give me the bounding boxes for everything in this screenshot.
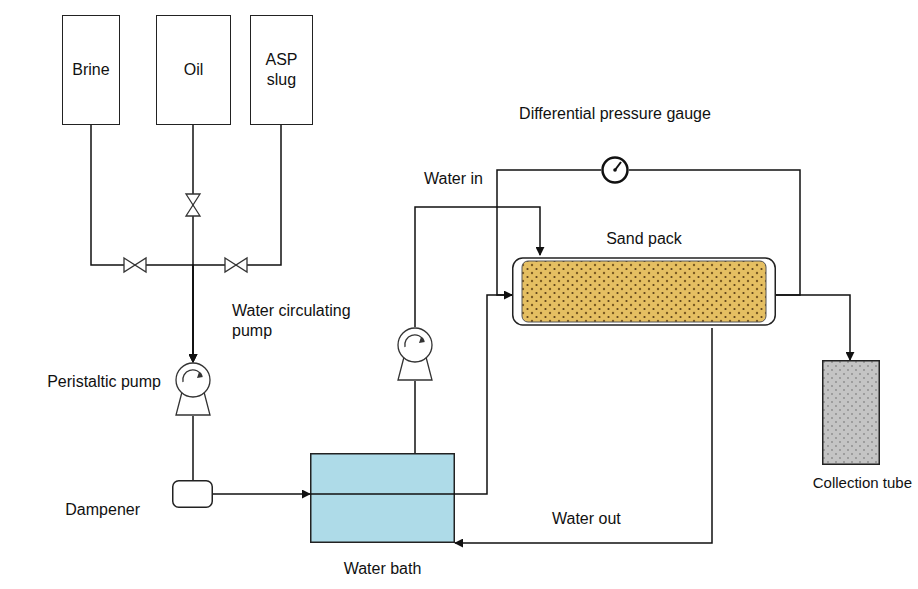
part-label: Water bath: [344, 559, 422, 579]
tank-label: Brine: [72, 60, 109, 80]
part-label: Collection tube: [813, 474, 912, 493]
tank-label: ASP slug: [257, 50, 306, 90]
pipe-line: [776, 295, 850, 360]
part-label: Differential pressure gauge: [519, 104, 711, 124]
pipe-line: [91, 125, 193, 362]
pump-node: Water circulating pump: [397, 327, 433, 381]
tank-box: ASP slug: [250, 15, 313, 125]
gauge-symbol: [601, 156, 629, 184]
part-label: Water circulating pump: [232, 301, 382, 341]
collection-tube-node: Collection tube: [822, 360, 880, 465]
water-bath-node: Water bath: [310, 453, 455, 543]
part-label: Sand pack: [606, 229, 682, 249]
box-text-area: Oil: [157, 16, 230, 124]
tank-box: Oil: [156, 15, 231, 125]
pipe-line: [455, 328, 712, 543]
box-text-area: Brine: [63, 16, 119, 124]
collection-tube-body: [822, 360, 880, 465]
pipe-line: [192, 416, 194, 480]
pipe-line: [414, 381, 416, 453]
part-label: Peristaltic pump: [47, 372, 161, 392]
box-text-area: ASP slug: [251, 16, 312, 124]
pipe-line: [455, 295, 512, 494]
flow-label: Water in: [422, 170, 485, 188]
part-label: Dampener: [65, 500, 140, 520]
gauge-node: Differential pressure gauge: [601, 156, 629, 184]
valve-symbol: [124, 194, 247, 272]
dampener-node: Dampener: [172, 480, 213, 508]
pump-node: Peristaltic pump: [175, 362, 211, 416]
bath-tank: [310, 453, 455, 543]
tank-box: Brine: [62, 15, 120, 125]
tank-label: Oil: [184, 60, 204, 80]
pipe-line: [213, 493, 310, 495]
pump-symbol: [397, 327, 433, 381]
dampener-symbol: [172, 480, 213, 508]
pump-symbol: [175, 362, 211, 416]
flow-label: Water out: [550, 510, 623, 528]
sand-pack-node: Sand pack: [512, 255, 776, 328]
sand-pack-column: [512, 255, 776, 328]
